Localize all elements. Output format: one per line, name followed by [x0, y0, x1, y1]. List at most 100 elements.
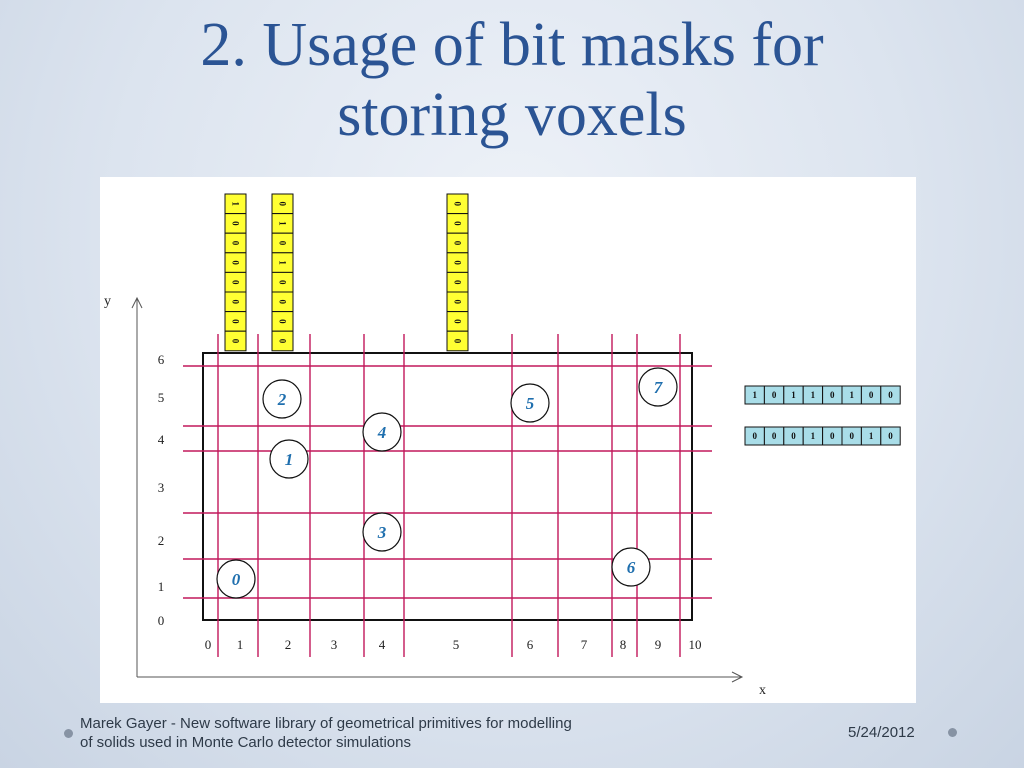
mask-bit: 0 [231, 300, 241, 305]
mask-cell [271, 330, 294, 352]
footer-line-1: Marek Gayer - New software library of ge… [80, 715, 572, 732]
mask-bit: 0 [278, 339, 288, 344]
diagram-svg: x y 0 1 2 3 [104, 193, 901, 698]
mask-bit: 0 [830, 390, 835, 400]
x-tick: 6 [527, 637, 534, 652]
mask-bit: 0 [453, 241, 463, 246]
point-label: 7 [654, 378, 664, 397]
y-tick: 3 [158, 480, 165, 495]
x-tick: 0 [205, 637, 212, 652]
mask-bit: 1 [811, 431, 816, 441]
mask-cell [880, 385, 901, 405]
point-label: 4 [377, 423, 387, 442]
mask-bit: 0 [278, 319, 288, 324]
footer-date: 5/24/2012 [848, 724, 915, 741]
mask-bit: 0 [278, 241, 288, 246]
point-label: 1 [285, 450, 294, 469]
row-mask-1: 0 0 0 1 0 0 1 0 [744, 426, 901, 446]
y-tick: 4 [158, 432, 165, 447]
mask-bit: 0 [231, 221, 241, 226]
mask-bit: 0 [849, 431, 854, 441]
y-axis-arrow [131, 296, 143, 309]
footer-bullet-left [64, 729, 73, 738]
point-circle [638, 367, 678, 407]
point-3: 3 [362, 512, 402, 552]
point-5: 5 [510, 383, 550, 423]
point-circle [510, 383, 550, 423]
mask-bit: 0 [888, 431, 893, 441]
x-tick: 2 [285, 637, 292, 652]
mask-bit: 0 [772, 431, 777, 441]
mask-bit: 0 [231, 241, 241, 246]
mask-bit: 0 [231, 260, 241, 265]
mask-bit: 1 [278, 260, 288, 265]
mask-bit: 0 [453, 339, 463, 344]
mask-bit: 0 [231, 339, 241, 344]
mask-bit: 0 [888, 390, 893, 400]
point-label: 5 [526, 394, 535, 413]
x-axis-arrow [731, 671, 744, 683]
point-circle [269, 439, 309, 479]
mask-bit: 0 [231, 319, 241, 324]
mask-bit: 1 [231, 202, 241, 207]
footer-bullet-right [948, 728, 957, 737]
point-label: 6 [627, 558, 636, 577]
y-tick: 5 [158, 390, 165, 405]
y-tick: 6 [158, 352, 165, 367]
x-tick: 10 [689, 637, 702, 652]
point-1: 1 [269, 439, 309, 479]
x-tick-labels: 0 1 2 3 4 5 6 7 8 9 10 [205, 637, 702, 652]
y-tick: 0 [158, 613, 165, 628]
point-2: 2 [262, 379, 302, 419]
y-axis-label: y [104, 294, 111, 309]
mask-cell [224, 330, 247, 352]
x-tick: 8 [620, 637, 627, 652]
point-circle [262, 379, 302, 419]
mask-bit: 1 [869, 431, 874, 441]
x-tick: 9 [655, 637, 662, 652]
mask-bit: 1 [811, 390, 816, 400]
y-tick-labels: 0 1 2 3 4 5 6 [158, 352, 165, 628]
slide-title-line-1: 2. Usage of bit masks for [200, 11, 824, 79]
footer-caption: Marek Gayer - New software library of ge… [80, 714, 720, 752]
point-label: 0 [232, 570, 241, 589]
mask-bit: 0 [453, 300, 463, 305]
mask-bit: 0 [791, 431, 796, 441]
voxel-points: 0 1 2 3 4 5 6 [216, 367, 678, 599]
footer-line-2: of solids used in Monte Carlo detector s… [80, 734, 411, 751]
y-tick: 2 [158, 533, 165, 548]
mask-bit: 1 [791, 390, 796, 400]
point-7: 7 [638, 367, 678, 407]
point-circle [216, 559, 256, 599]
mask-bit: 0 [752, 431, 757, 441]
vertical-grid-lines [217, 334, 681, 657]
x-axis-label: x [759, 683, 766, 698]
x-tick: 4 [379, 637, 386, 652]
x-tick: 7 [581, 637, 588, 652]
mask-bit: 0 [453, 221, 463, 226]
point-4: 4 [362, 412, 402, 452]
mask-bit: 0 [453, 280, 463, 285]
mask-bit: 0 [231, 280, 241, 285]
mask-bit: 0 [278, 280, 288, 285]
voxel-bitmask-diagram: x y 0 1 2 3 [100, 177, 916, 703]
column-mask-0: 1 0 0 0 0 0 0 0 [224, 193, 247, 352]
mask-bit: 1 [752, 390, 757, 400]
point-label: 3 [377, 523, 387, 542]
mask-cell [446, 330, 469, 352]
mask-bit: 1 [278, 221, 288, 226]
mask-bit: 0 [772, 390, 777, 400]
mask-bit: 0 [453, 260, 463, 265]
mask-cell [880, 426, 901, 446]
mask-bit: 0 [278, 300, 288, 305]
y-tick: 1 [158, 579, 165, 594]
point-circle [362, 512, 402, 552]
point-label: 2 [277, 390, 287, 409]
mask-bit: 0 [830, 431, 835, 441]
mask-bit: 1 [849, 390, 854, 400]
point-circle [611, 547, 651, 587]
